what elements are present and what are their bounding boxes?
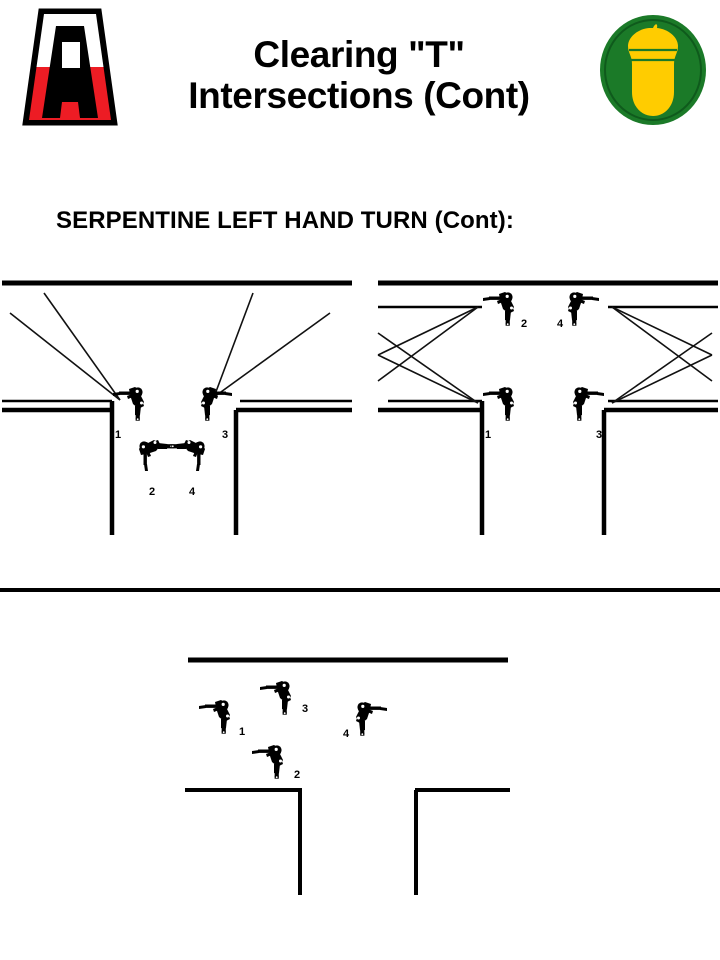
soldier-label-1: 1 <box>239 726 245 738</box>
soldier-label-3: 3 <box>596 429 602 441</box>
soldier-label-4: 4 <box>557 318 564 330</box>
soldier-marker-2 <box>483 292 514 326</box>
soldier-label-2: 2 <box>294 769 300 781</box>
soldier-label-3: 3 <box>302 703 308 715</box>
diagram-area: 1 2 3 4 <box>0 255 720 955</box>
panel-bottom: 1 2 3 4 <box>185 657 510 895</box>
soldier-marker-4 <box>356 702 387 736</box>
soldier-marker-3 <box>201 387 232 421</box>
title-line-1: Clearing "T" <box>253 33 465 75</box>
soldier-marker-3 <box>573 387 604 421</box>
soldier-marker-3 <box>260 681 291 715</box>
soldier-marker-2 <box>252 745 283 779</box>
slide-header: Clearing "T" Intersections (Cont) <box>0 0 720 150</box>
panel-top-left: 1 2 3 4 <box>2 280 352 535</box>
soldier-marker-1 <box>199 700 230 734</box>
soldier-label-3: 3 <box>222 429 228 441</box>
soldier-label-2: 2 <box>521 318 527 330</box>
panel-top-right: 1 2 3 4 <box>377 280 718 535</box>
soldier-label-1: 1 <box>485 429 491 441</box>
soldier-marker-1 <box>113 387 144 421</box>
soldier-marker-4 <box>568 292 599 326</box>
soldier-marker-2 <box>139 440 173 471</box>
soldier-label-1: 1 <box>115 429 121 441</box>
soldier-marker-1 <box>483 387 514 421</box>
soldier-label-2: 2 <box>149 486 155 498</box>
slide-title: Clearing "T" Intersections (Cont) <box>118 16 600 134</box>
87th-infantry-division-acorn-patch-icon <box>598 12 708 127</box>
section-subtitle: SERPENTINE LEFT HAND TURN (Cont): <box>56 207 514 234</box>
title-line-2: Intersections (Cont) <box>188 75 530 116</box>
section-divider <box>0 588 720 592</box>
soldier-label-4: 4 <box>343 728 350 740</box>
soldier-label-4: 4 <box>189 486 196 498</box>
1st-armored-division-patch-icon <box>18 6 122 128</box>
soldier-marker-4 <box>171 440 205 471</box>
